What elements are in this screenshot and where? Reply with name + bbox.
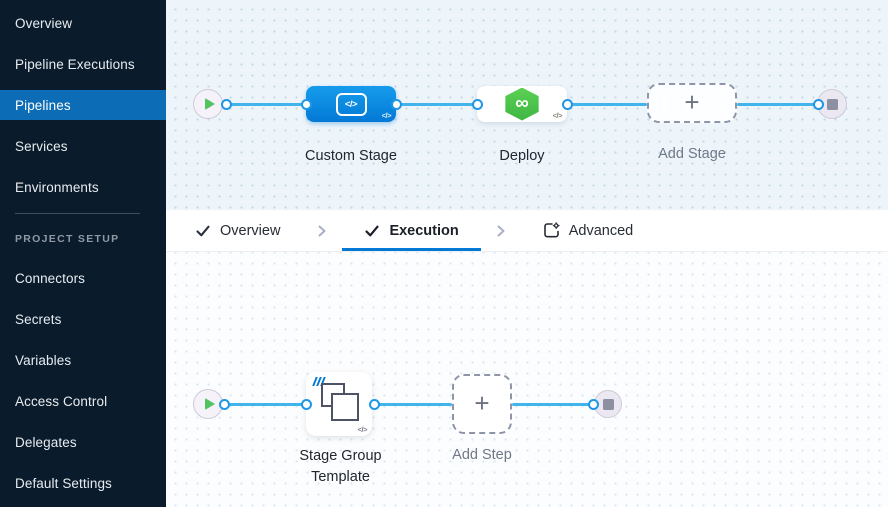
group-front-square-icon [331,393,359,421]
sidebar-item-label: Connectors [15,270,86,286]
sidebar-item-connectors[interactable]: Connectors [0,263,166,293]
tab-advanced[interactable]: Advanced [521,210,656,251]
check-icon [196,225,210,236]
sidebar-item-secrets[interactable]: Secrets [0,304,166,334]
sidebar-item-label: Environments [15,179,99,195]
edge-deploy-to-add-stage [567,103,647,106]
execution-start-node [193,389,223,419]
execution-end-node [594,390,622,418]
sidebar-divider [15,213,140,214]
sidebar-item-overview[interactable]: Overview [0,8,166,38]
check-icon [365,225,380,236]
code-badge-icon: </> [357,425,368,434]
tab-separator-chevron-icon [495,210,507,251]
port-custom-stage-out [390,98,402,110]
custom-stage-label: Custom Stage [305,148,397,164]
code-glyph: </> [344,98,358,110]
sidebar-item-services[interactable]: Services [0,131,166,161]
play-icon [204,398,215,410]
port-start-out [220,98,232,110]
port-end-in [812,98,824,110]
port-deploy-in [471,98,483,110]
sidebar-section-label: PROJECT SETUP [15,233,120,245]
deploy-stage-label: Deploy [499,148,545,164]
sidebar-item-pipelines[interactable]: Pipelines [0,90,166,120]
sidebar-item-pipeline-executions[interactable]: Pipeline Executions [0,49,166,79]
sidebar-item-label: Overview [15,15,73,31]
pipeline-studio-main: </> </> Custom Stage ∞ </> Deploy + Add … [166,0,888,507]
sidebar-item-label: Delegates [15,434,77,450]
advanced-icon [543,222,560,238]
project-sidebar: Overview Pipeline Executions Pipelines S… [0,0,166,507]
edge-start-to-stage-group [224,403,306,406]
stage-group-template-label: Stage Group Template [299,448,382,485]
infinity-glyph: ∞ [515,92,529,114]
sidebar-item-environments[interactable]: Environments [0,172,166,202]
add-stage-button[interactable]: + [647,83,737,123]
code-badge-icon: </> [552,111,563,120]
sidebar-item-label: Default Settings [15,475,112,491]
custom-stage-node[interactable]: </> </> [306,86,396,122]
sidebar-item-label: Variables [15,352,72,368]
deploy-cd-icon: ∞ [505,87,539,121]
sidebar-item-default-settings[interactable]: Default Settings [0,468,166,498]
edge-add-step-to-end [512,403,593,406]
sidebar-item-label: Services [15,138,68,154]
sidebar-item-label: Access Control [15,393,108,409]
port-start-out [218,398,230,410]
port-custom-stage-in [300,98,312,110]
sidebar-item-access-control[interactable]: Access Control [0,386,166,416]
stop-icon [602,398,614,410]
port-stage-group-in [300,398,312,410]
stage-graph-canvas[interactable]: </> </> Custom Stage ∞ </> Deploy + Add … [166,0,888,210]
edge-stage-group-to-add-step [374,403,452,406]
pipeline-start-node [193,89,223,119]
port-end-in [587,398,599,410]
tab-overview[interactable]: Overview [173,210,302,251]
sidebar-item-label: Pipeline Executions [15,56,135,72]
edge-custom-stage-to-deploy [396,103,477,106]
tab-separator-chevron-icon [316,210,328,251]
add-step-button[interactable]: + [452,374,512,434]
tab-execution[interactable]: Execution [342,210,481,251]
add-stage-label: Add Stage [658,146,726,162]
stage-config-tabbar: Overview Execution Advanced [166,210,888,252]
port-deploy-out [561,98,573,110]
stage-group-template-node[interactable]: </> [306,372,372,436]
sidebar-item-delegates[interactable]: Delegates [0,427,166,457]
tab-label: Execution [389,222,459,239]
deploy-stage-node[interactable]: ∞ </> [477,86,567,122]
play-icon [204,98,215,110]
custom-stage-icon: </> [335,92,367,116]
edge-add-stage-to-end [737,103,818,106]
execution-graph-canvas[interactable]: </> Stage Group Template + Add Step [166,252,888,507]
sidebar-item-label: Secrets [15,311,62,327]
edge-start-to-custom-stage [226,103,306,106]
add-step-label: Add Step [452,447,512,463]
stop-icon [826,98,838,110]
sidebar-item-variables[interactable]: Variables [0,345,166,375]
tab-label: Overview [220,222,281,239]
plus-icon: + [684,86,700,117]
code-badge-icon: </> [381,111,392,120]
port-stage-group-out [368,398,380,410]
tab-label: Advanced [568,222,634,239]
sidebar-item-label: Pipelines [15,97,71,113]
plus-icon: + [474,387,490,418]
